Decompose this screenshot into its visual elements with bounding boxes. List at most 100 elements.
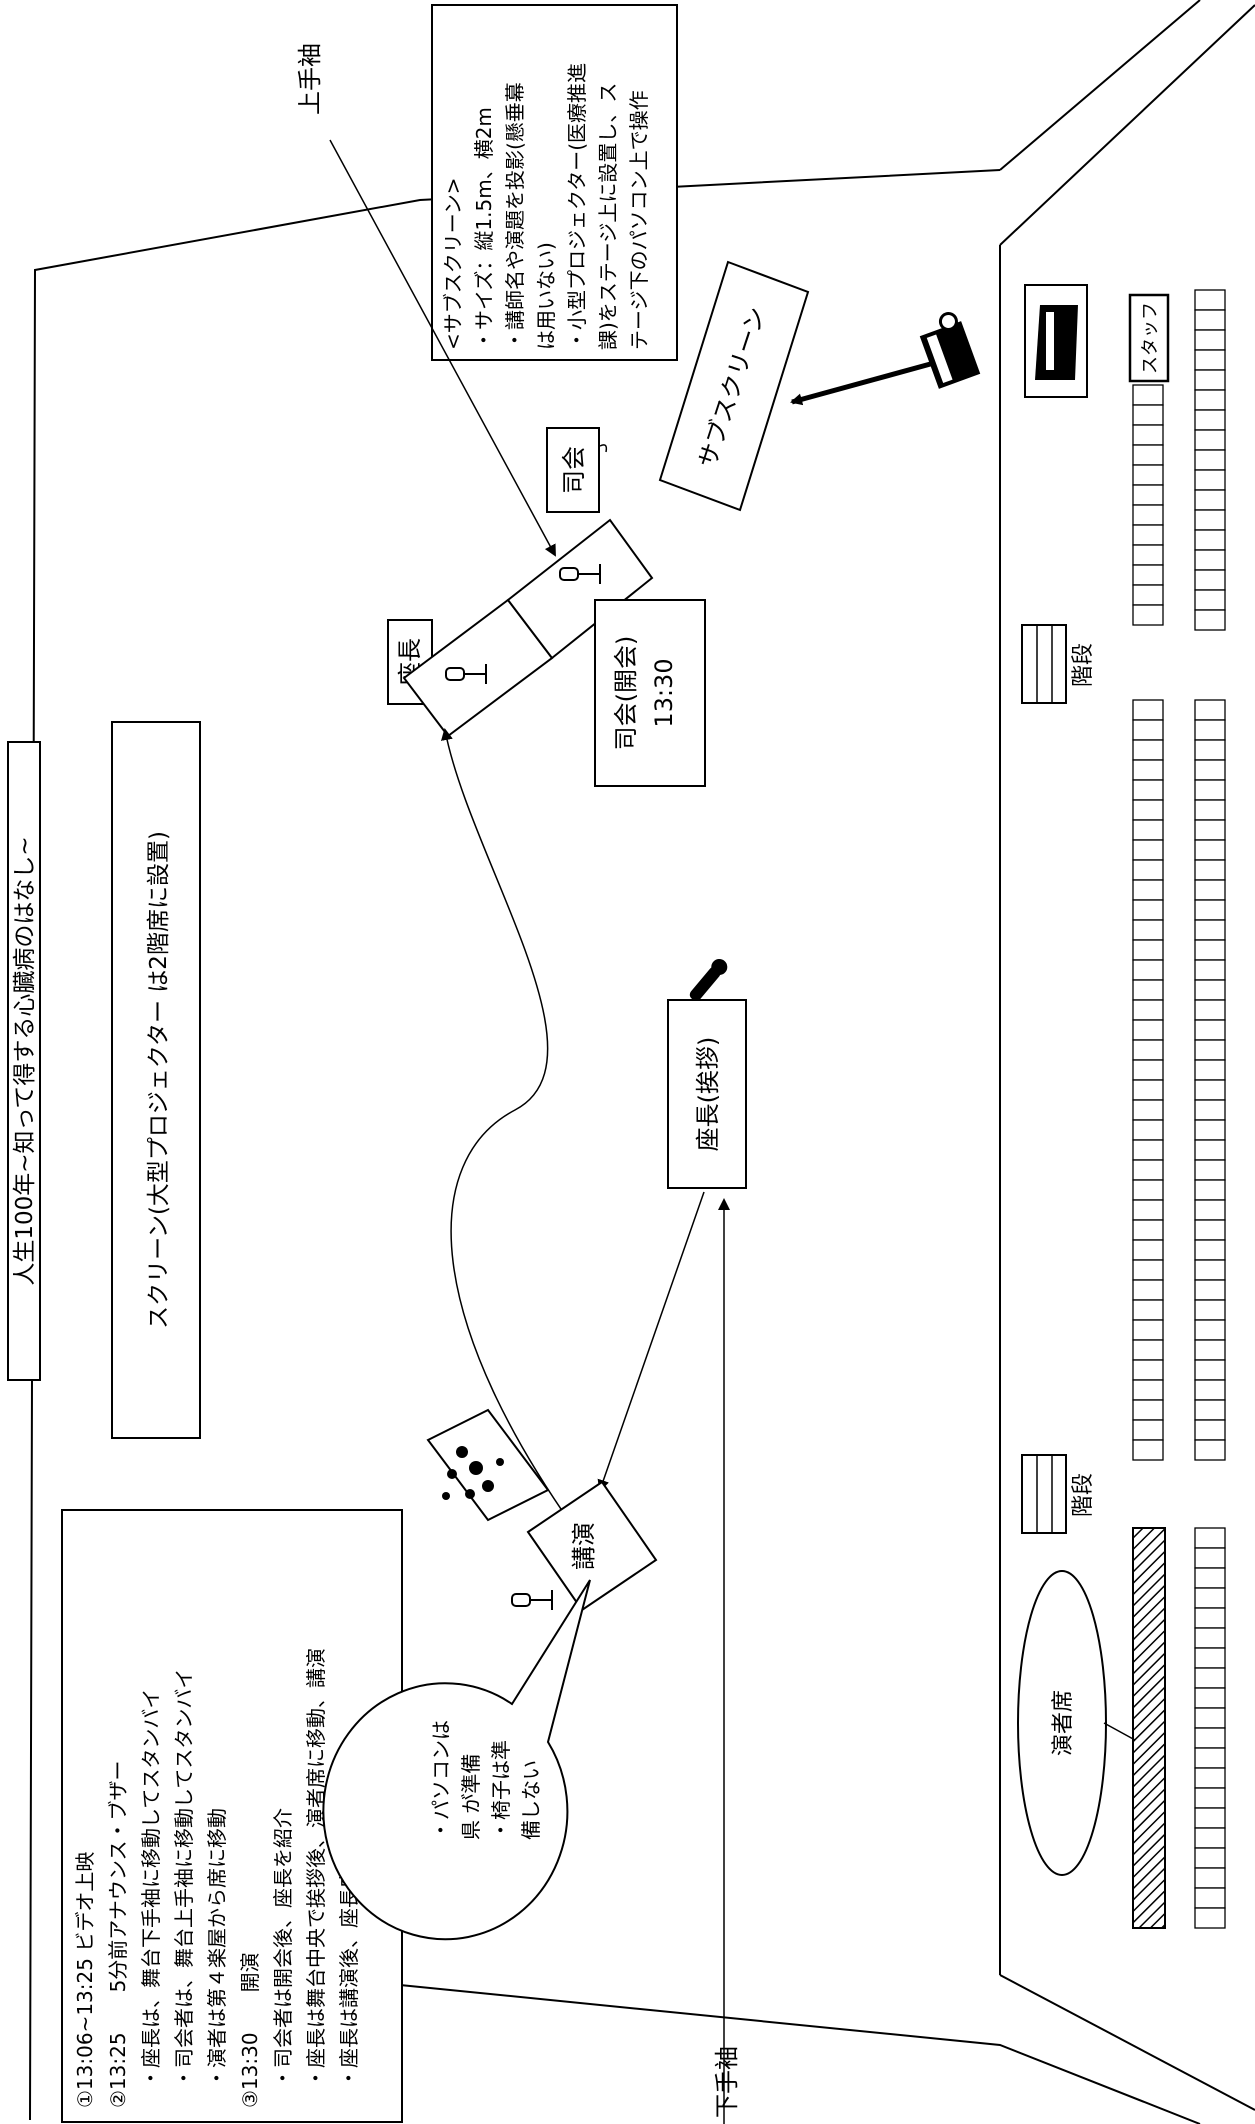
audience-seat: [1132, 879, 1164, 901]
audience-seat: [1194, 329, 1226, 351]
audience-seat: [1194, 859, 1226, 881]
microphone-icon: [445, 664, 487, 684]
sub-screen-note: <サブスクリーン> ・サイズ：縦1.5m、横2m ・講師名や演題を投影(懸垂幕 …: [431, 4, 678, 361]
audience-seat: [1194, 1567, 1226, 1589]
mc-table: [506, 518, 654, 660]
audience-seat: [1194, 1119, 1226, 1141]
title-bar: 人生100年~知って得する心臓病のはなし~: [7, 741, 41, 1381]
audience-seat: [1194, 1787, 1226, 1809]
schedule-line: ②13:25 5分前アナウンス・ブザー: [106, 1761, 130, 2109]
audience-seat: [1132, 839, 1164, 861]
audience-seat: [1194, 1587, 1226, 1609]
schedule-line: ・演者は第４楽屋から席に移動: [205, 1808, 229, 2108]
audience-seat: [1194, 1079, 1226, 1101]
audience-seat: [1194, 589, 1226, 611]
audience-seat: [1132, 544, 1164, 566]
mc-label: 司会: [560, 446, 588, 494]
bubble-line: 備しない: [519, 1760, 543, 1840]
audience-seat: [1194, 979, 1226, 1001]
audience-seat: [1132, 1319, 1164, 1341]
audience-seat: [1132, 484, 1164, 506]
audience-seat: [1132, 1099, 1164, 1121]
audience-seat: [1194, 699, 1226, 721]
audience-seat: [1132, 979, 1164, 1001]
audience-seat: [1194, 999, 1226, 1021]
sub-screen-note-line: 課)をステージ上に設置し、ス: [596, 83, 620, 350]
staff-box: スタッフ: [1128, 293, 1170, 383]
audience-seat: [1132, 1039, 1164, 1061]
audience-seat: [1132, 1439, 1164, 1461]
audience-seat: [1132, 859, 1164, 881]
sub-screen-note-line: は用いない): [534, 242, 558, 350]
audience-seat: [1132, 1399, 1164, 1421]
sub-screen-note-line: ・小型プロジェクター(医療推進: [565, 63, 589, 350]
audience-seat: [1194, 939, 1226, 961]
audience-seat: [1132, 444, 1164, 466]
audience-seat: [1132, 959, 1164, 981]
audience-seat: [1194, 779, 1226, 801]
audience-seat: [1194, 549, 1226, 571]
audience-seat: [1194, 1099, 1226, 1121]
schedule-line: ①13:06~13:25 ビデオ上映: [73, 1852, 97, 2108]
audience-seat: [1132, 1179, 1164, 1201]
audience-seat: [1132, 999, 1164, 1021]
sub-screen-note-line: ・講師名や演題を投影(懸垂幕: [503, 82, 527, 350]
staff-label: スタッフ: [1140, 302, 1161, 374]
event-title: 人生100年~知って得する心臓病のはなし~: [12, 836, 38, 1285]
schedule-line: ・座長は、舞台下手袖に移動してスタンバイ: [139, 1689, 163, 2108]
audience-seat: [1194, 529, 1226, 551]
schedule-box: ①13:06~13:25 ビデオ上映 ②13:25 5分前アナウンス・ブザー ・…: [61, 1509, 403, 2123]
audience-seat: [1132, 564, 1164, 586]
bubble-line: ・パソコンは: [429, 1720, 453, 1840]
stairs-bottom-label: 階段: [1071, 1473, 1096, 1517]
audience-seat: [1194, 1687, 1226, 1709]
sub-screen-note-line: ・サイズ：縦1.5m、横2m: [472, 107, 496, 350]
sub-screen-note-line: テージ下のパソコン上で操作: [627, 90, 651, 350]
audience-seat: [1194, 1827, 1226, 1849]
center-microphone-icon: [689, 959, 728, 1002]
audience-seat: [1194, 899, 1226, 921]
audience-seat: [1194, 1059, 1226, 1081]
audience-seat: [1132, 384, 1164, 406]
audience-seat: [1194, 1707, 1226, 1729]
podium-label: 講演: [570, 1522, 598, 1570]
audience-seat: [1132, 584, 1164, 606]
bubble-line: 県 が準備: [459, 1754, 483, 1840]
sub-screen: サブスクリーン: [658, 260, 946, 512]
audience-seat: [1194, 1339, 1226, 1361]
main-screen-label: スクリーン(大型プロジェクター は2階席に設置): [146, 831, 172, 1329]
microphone-icon: [559, 564, 601, 584]
mc-open-box: 司会(開会) 13:30: [594, 599, 706, 787]
schedule-line: ③13:30 開演: [238, 1952, 262, 2108]
audience-seat: [1194, 1887, 1226, 1909]
audience-seat: [1132, 1339, 1164, 1361]
audience-seat: [1132, 504, 1164, 526]
audience-seat: [1132, 1359, 1164, 1381]
audience-seat: [1194, 609, 1226, 631]
schedule-line: ・座長は舞台中央で挨拶後、演者席に移動、講演: [304, 1648, 328, 2108]
audience-seat: [1194, 1259, 1226, 1281]
note-bubble: ・パソコンは 県 が準備 ・椅子は準 備しない: [322, 1579, 591, 1941]
bubble-line: ・椅子は準: [489, 1740, 513, 1840]
audience-seat: [1194, 1179, 1226, 1201]
schedule-line: ・司会者は、舞台上手袖に移動してスタンバイ: [172, 1669, 196, 2108]
flower-arrangement-icon: [426, 1408, 550, 1522]
audience-seat: [1194, 1279, 1226, 1301]
audience-seat: [1194, 1299, 1226, 1321]
audience-seat: [1194, 349, 1226, 371]
mc-open-time: 13:30: [650, 658, 678, 727]
audience-seat: [1194, 1747, 1226, 1769]
audience-seat: [1132, 1259, 1164, 1281]
stairs-top-label: 階段: [1071, 643, 1096, 687]
audience-seat: [1194, 879, 1226, 901]
audience-seat: [1194, 759, 1226, 781]
audience-seat: [1132, 1239, 1164, 1261]
audience-seat: [1132, 524, 1164, 546]
podium-table: 講演: [511, 1480, 658, 1612]
audience-seat: [1194, 1647, 1226, 1669]
audience-seat: [1194, 289, 1226, 311]
audience-seat: [1194, 1039, 1226, 1061]
audience-seat: [1132, 939, 1164, 961]
kamite-label: 上手袖: [296, 43, 324, 115]
